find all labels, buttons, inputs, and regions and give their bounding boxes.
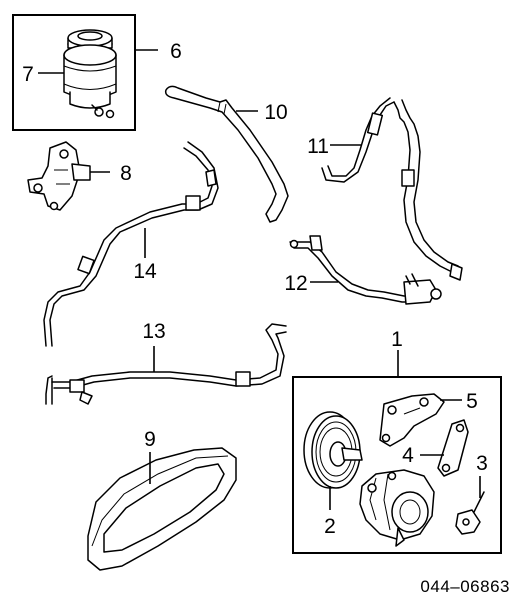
callout-2: 2 — [324, 515, 336, 538]
stay-part-4 — [437, 419, 469, 477]
callout-13: 13 — [142, 320, 165, 343]
callout-8: 8 — [120, 162, 132, 185]
callout-3: 3 — [476, 452, 488, 475]
leader-lines — [38, 49, 481, 510]
pump-box-frame — [292, 376, 502, 554]
reservoir-box-frame — [12, 14, 136, 131]
callout-12: 12 — [284, 272, 307, 295]
reservoir-tank — [63, 29, 117, 119]
belt-part-9 — [87, 447, 237, 571]
callout-1: 1 — [391, 328, 403, 351]
bracket-part-5 — [379, 393, 445, 447]
hose-part-11 — [321, 97, 463, 281]
bracket-part-8 — [27, 141, 91, 211]
callout-7: 7 — [22, 63, 34, 86]
callout-6: 6 — [170, 40, 182, 63]
hose-part-10 — [164, 85, 289, 223]
tube-part-13 — [45, 323, 287, 405]
callout-11: 11 — [307, 135, 329, 158]
callout-5: 5 — [466, 390, 478, 413]
callout-4: 4 — [402, 444, 414, 467]
pump-group — [292, 376, 502, 554]
fitting-part-3 — [455, 491, 485, 535]
figure-code: 044–06863 — [420, 577, 510, 596]
reservoir-group — [12, 14, 136, 131]
callout-9: 9 — [144, 428, 156, 451]
tube-part-14 — [43, 141, 219, 347]
pump-body — [359, 469, 435, 547]
callout-10: 10 — [264, 101, 287, 124]
callout-14: 14 — [133, 260, 157, 283]
pulley-part-2 — [303, 411, 363, 489]
callout-labels: 1 2 3 4 5 6 7 8 9 10 11 12 13 14 — [22, 40, 488, 538]
tube-part-12 — [289, 235, 442, 305]
